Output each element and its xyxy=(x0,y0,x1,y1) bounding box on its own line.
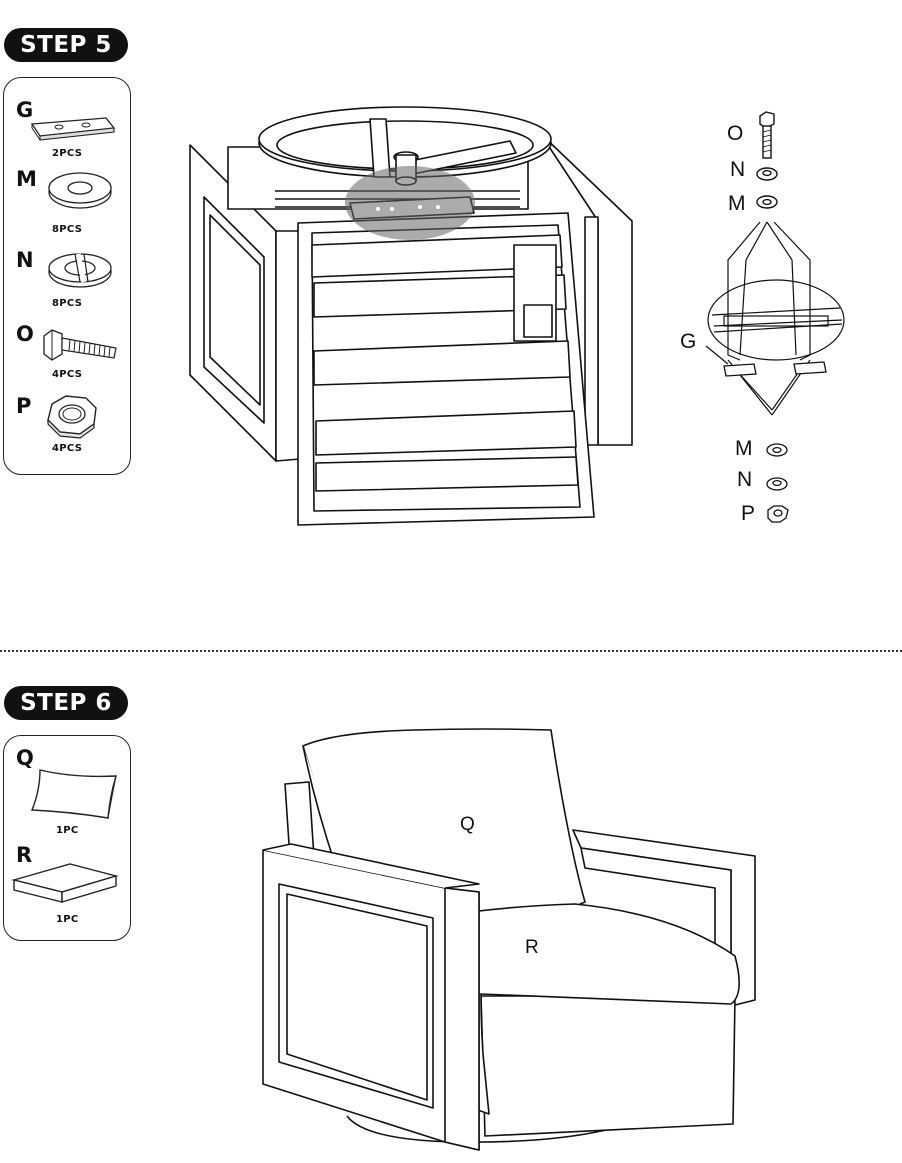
part-letter-n: N xyxy=(16,248,34,272)
part-letter-q: Q xyxy=(16,746,34,770)
part-qty-n: 8PCS xyxy=(52,298,83,309)
part-qty-p: 4PCS xyxy=(52,443,83,454)
part-qty-m: 8PCS xyxy=(52,224,83,235)
callout-label-n-bottom: N xyxy=(737,468,753,491)
chair-label-seat-cushion: R xyxy=(525,937,539,958)
callout-label-g: G xyxy=(680,330,697,353)
callout-label-n-top: N xyxy=(730,158,746,181)
step-divider xyxy=(0,650,902,652)
back-cushion-icon xyxy=(30,769,117,819)
part-qty-q: 1PC xyxy=(56,825,79,836)
part-letter-g: G xyxy=(16,98,34,122)
part-qty-r: 1PC xyxy=(56,914,79,925)
part-qty-o: 4PCS xyxy=(52,369,83,380)
assembled-chair-illustration xyxy=(262,728,756,1151)
hardware-exploded-view xyxy=(705,111,845,523)
callout-label-o: O xyxy=(727,122,744,145)
step-5-parts-list: G 2PCS M 8PCS N 8PCS O 4P xyxy=(3,77,131,475)
part-qty-g: 2PCS xyxy=(52,148,83,159)
part-letter-m: M xyxy=(16,167,37,191)
seat-cushion-icon xyxy=(11,863,119,903)
bolt-icon xyxy=(43,329,117,361)
chair-label-back-cushion: Q xyxy=(460,814,475,835)
part-letter-p: P xyxy=(16,394,32,418)
hex-nut-icon xyxy=(47,395,97,439)
callout-label-m-top: M xyxy=(728,192,746,215)
callout-label-p-bottom: P xyxy=(741,502,756,525)
callout-label-m-bottom: M xyxy=(735,437,753,460)
step-6-parts-list: Q 1PC R 1PC xyxy=(3,735,131,941)
part-letter-o: O xyxy=(16,322,34,346)
flat-washer-icon xyxy=(48,172,112,209)
spring-washer-icon xyxy=(48,253,112,288)
chair-base-illustration xyxy=(189,106,633,526)
step-5-badge: STEP 5 xyxy=(4,28,128,62)
bracket-plate-icon xyxy=(30,117,116,141)
part-letter-r: R xyxy=(16,843,33,867)
step-6-badge: STEP 6 xyxy=(4,686,128,720)
